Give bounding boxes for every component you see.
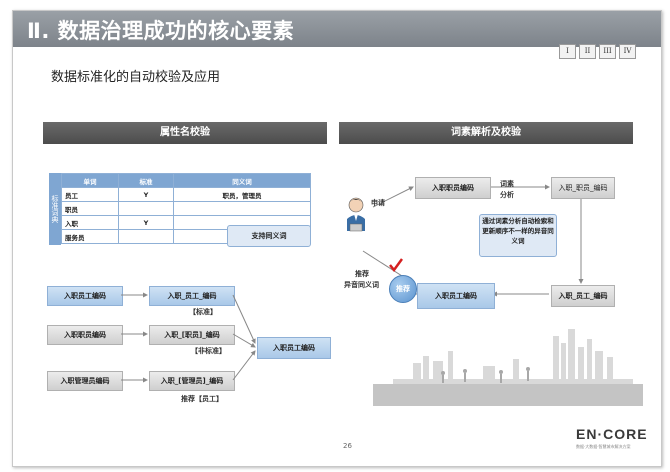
flow-result: 入职员工编码 [257,337,331,359]
table-header-row: 单词 标准 同义词 [61,173,311,188]
flow-source-1: 入职员工编码 [47,286,123,306]
morpheme-callout: 通过词素分析自动检索和更新顺序不一样的异音同义词 [479,214,557,257]
logo-tagline: 数据·大数据·智慧城市解决方案 [576,444,631,449]
flow-target-3: 入职_[管理员]_编码 [149,371,235,391]
left-section-header: 属性名校验 [43,122,327,144]
nav-button-1[interactable]: I [559,44,576,59]
morpheme-label-1: 词素 [500,180,514,188]
slide: Ⅱ. 数据治理成功的核心要素 I II III IV 数据标准化的自动校验及应用… [12,10,662,467]
subtitle: 数据标准化的自动校验及应用 [51,70,221,85]
encore-logo: EN·CORE [576,426,648,442]
synonym-callout: 支持同义词 [227,225,311,247]
page-title: Ⅱ. 数据治理成功的核心要素 [27,19,295,43]
morph-box-parsed: 入职_职员_编码 [551,177,615,199]
city-ground-image [373,384,643,406]
recommend-label-2: 异音同义词 [344,281,379,289]
morph-box-standard: 入职_员工_编码 [551,285,615,307]
flow-source-3: 入职管理员编码 [47,371,123,391]
city-skyline-image [393,329,633,384]
flow-target-1: 入职_员工_编码 [149,286,235,306]
flow-note-1: 【标准】 [189,308,217,316]
morpheme-label-2: 分析 [500,191,514,199]
recommend-circle: 推荐 [389,275,417,303]
morph-box-source: 入职职员编码 [415,177,491,199]
people-silhouettes [441,367,530,383]
recommend-label-1: 推荐 [355,270,369,278]
flow-note-3: 推荐【员工】 [181,395,223,403]
table-cell: 服务员 [61,229,119,244]
flow-note-2: 【非标准】 [191,347,226,355]
flow-source-2: 入职职员编码 [47,325,123,345]
flow-arrows [121,184,643,406]
nav-button-4[interactable]: IV [619,44,636,59]
right-section-header: 词素解析及校验 [339,122,633,144]
nav-button-3[interactable]: III [599,44,616,59]
title-bar: Ⅱ. 数据治理成功的核心要素 [13,11,661,47]
standard-dictionary-table: 单词 标准 同义词 员工 Y 职员，管理员 职员 入职 Y 服务员 [61,173,311,244]
table-header-cell: 同义词 [173,173,311,188]
dictionary-side-label: 标准词典 [49,173,61,245]
arrow [232,294,256,344]
morph-box-result: 入职员工编码 [417,283,495,309]
page-number: 26 [343,442,352,450]
table-header-cell: 标准 [118,173,174,188]
nav-button-2[interactable]: II [579,44,596,59]
arrow [232,333,256,348]
arrow [372,186,414,208]
arrow [232,350,256,381]
apply-label: 申请 [371,199,385,207]
checkmark-icon [389,257,404,273]
applicant-avatar [345,197,367,233]
